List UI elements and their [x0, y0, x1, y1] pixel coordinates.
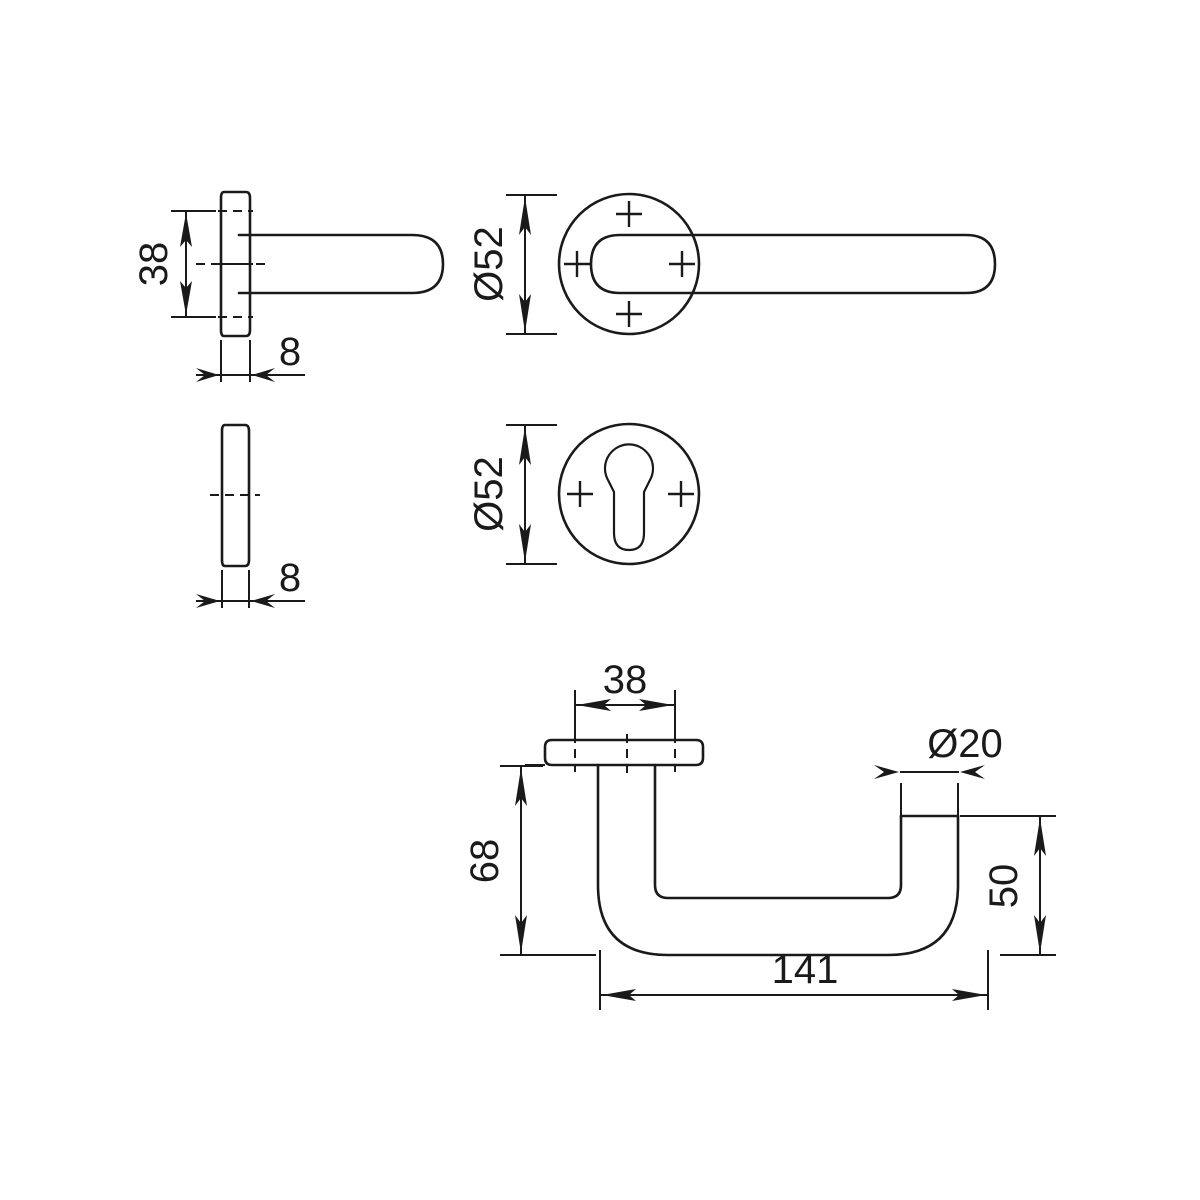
- arrowhead-d52b-top: [519, 427, 531, 465]
- view-lever-plan: Ø52: [467, 192, 997, 336]
- arrowhead-68-top: [515, 768, 527, 806]
- arrowhead-8-left: [196, 368, 219, 382]
- arrowhead-38b-left: [577, 699, 611, 711]
- keyhole-profile: [603, 443, 655, 552]
- view-escutcheon-side-elevation: 8: [196, 423, 305, 608]
- dimension-label-d20: Ø20: [927, 722, 1003, 766]
- arrowhead-d52b-bottom: [519, 524, 531, 562]
- rose-circle: [557, 192, 701, 336]
- arrowhead-50-top: [1034, 818, 1046, 856]
- escutcheon-plate-profile: [220, 423, 251, 568]
- dimension-label-50: 50: [982, 864, 1026, 909]
- dimension-label-141: 141: [772, 948, 839, 992]
- arrowhead-68-bottom: [515, 915, 527, 953]
- arrowhead-d52-bottom: [519, 294, 531, 332]
- arrowhead-d20-right: [960, 765, 985, 779]
- cross-mark-left-escutcheon: [567, 481, 593, 507]
- dimension-label-d52-rose: Ø52: [467, 226, 511, 302]
- lever-outer-profile: [596, 763, 960, 957]
- arrowhead-50-bottom: [1034, 915, 1046, 953]
- arrowhead-8b-right: [251, 594, 275, 608]
- dimension-label-d52-escutcheon: Ø52: [467, 456, 511, 532]
- arrowhead-8b-left: [196, 594, 220, 608]
- dimension-label-38-front: 38: [603, 658, 648, 702]
- arrowhead-38-top: [180, 213, 192, 247]
- cross-mark-center: [669, 251, 695, 277]
- cross-mark-right-escutcheon: [668, 481, 694, 507]
- escutcheon-circle: [557, 422, 701, 566]
- rose-plate-front: [543, 738, 705, 767]
- arrowhead-38-bottom: [180, 281, 192, 315]
- cross-mark-bottom: [616, 301, 642, 327]
- view-lever-side-elevation: 38 8: [132, 190, 445, 382]
- view-escutcheon-plan: Ø52: [467, 422, 701, 566]
- arrowhead-d52-top: [519, 197, 531, 235]
- lever-shaft-profile: [237, 233, 445, 295]
- arrowhead-d20-left: [874, 765, 899, 779]
- arrowhead-141-right: [952, 989, 986, 1001]
- dimension-label-8-rose: 8: [279, 330, 301, 374]
- arrowhead-8-right: [252, 368, 275, 382]
- arrowhead-141-left: [602, 989, 636, 1001]
- view-lever-front-elevation: 38 68 Ø20 50 141: [463, 658, 1056, 1010]
- rose-plate-profile: [219, 190, 252, 338]
- dimension-label-8-escutcheon: 8: [279, 556, 301, 600]
- lever-inner-profile: [653, 763, 903, 900]
- dimension-label-68: 68: [463, 839, 507, 884]
- lever-body-plan: [589, 233, 997, 295]
- cross-mark-top: [616, 201, 642, 227]
- dimension-label-38-side: 38: [132, 242, 176, 287]
- arrowhead-38b-right: [639, 699, 673, 711]
- cross-mark-left: [564, 251, 590, 277]
